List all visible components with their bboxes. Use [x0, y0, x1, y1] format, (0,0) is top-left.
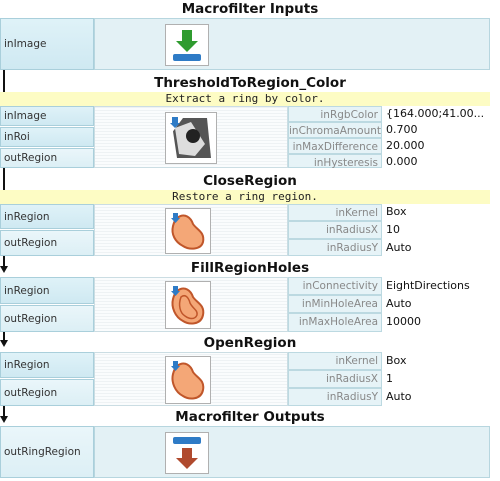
- close-description: Restore a ring region.: [0, 190, 490, 204]
- close-icon-area: [94, 204, 288, 256]
- param-value[interactable]: 1: [386, 372, 393, 385]
- open-input-inregion[interactable]: inRegion: [0, 352, 94, 378]
- output-pin-label: outRingRegion: [4, 446, 81, 458]
- param-name: inRadiusX: [288, 370, 382, 388]
- pin-label: inRegion: [4, 284, 50, 297]
- param-value[interactable]: EightDirections: [386, 279, 470, 292]
- close-title: CloseRegion: [203, 173, 297, 189]
- param-name: inHysteresis: [288, 154, 382, 169]
- param-value[interactable]: Auto: [386, 297, 412, 310]
- region-blob-icon: [171, 213, 205, 250]
- param-value[interactable]: 10: [386, 223, 400, 236]
- param-name: inRadiusY: [288, 239, 382, 256]
- param-name: inMaxDifference: [288, 138, 382, 154]
- outputs-icon-area: [94, 426, 490, 478]
- param-name: inMaxHoleArea: [288, 313, 382, 332]
- region-blob-icon: [171, 286, 205, 325]
- fill-output-outregion[interactable]: outRegion: [0, 305, 94, 332]
- output-pin-outringregion[interactable]: outRingRegion: [0, 426, 94, 478]
- flow-connector: [3, 256, 5, 266]
- open-icon-area: [94, 352, 288, 406]
- param-value[interactable]: Auto: [386, 390, 412, 403]
- flow-arrow-head: [0, 266, 8, 273]
- fill-block[interactable]: inRegion outRegion inConnectivity EightD…: [0, 277, 490, 332]
- param-name: inRgbColor: [288, 106, 382, 122]
- param-name: inKernel: [288, 352, 382, 370]
- region-blob-icon: [171, 361, 205, 400]
- close-input-inregion[interactable]: inRegion: [0, 204, 94, 229]
- threshold-block[interactable]: inImage inRoi outRegion inRgbColor {164.…: [0, 106, 490, 169]
- threshold-title: ThresholdToRegion_Color: [154, 75, 346, 91]
- outputs-icon-frame: [165, 432, 209, 474]
- threshold-input-inroi[interactable]: inRoi: [0, 127, 94, 147]
- param-name: inKernel: [288, 204, 382, 221]
- param-value[interactable]: 20.000: [386, 139, 425, 152]
- param-value[interactable]: 0.700: [386, 123, 418, 136]
- pin-label: outRegion: [4, 152, 58, 164]
- threshold-description: Extract a ring by color.: [0, 92, 490, 106]
- param-name: inRadiusY: [288, 388, 382, 406]
- pin-label: inRegion: [4, 210, 50, 223]
- flow-arrow-head: [0, 340, 8, 347]
- threshold-icon-frame: [165, 112, 217, 164]
- open-block[interactable]: inRegion outRegion inKernel Box inRadius…: [0, 352, 490, 406]
- macrofilter-inputs-block[interactable]: inImage: [0, 18, 490, 70]
- macrofilter-inputs-title: Macrofilter Inputs: [181, 1, 319, 17]
- input-pin-inimage[interactable]: inImage: [0, 18, 94, 70]
- fill-icon-frame: [165, 281, 211, 329]
- param-value[interactable]: 0.000: [386, 155, 418, 168]
- param-value[interactable]: Box: [386, 205, 407, 218]
- param-value[interactable]: {164.000;41.00...: [386, 107, 485, 120]
- threshold-image-icon: [170, 117, 211, 158]
- pin-label: inRoi: [4, 131, 30, 143]
- threshold-icon-area: [94, 106, 288, 168]
- param-value[interactable]: 10000: [386, 315, 421, 328]
- open-title: OpenRegion: [203, 335, 297, 351]
- macrofilter-outputs-block[interactable]: outRingRegion: [0, 426, 490, 478]
- inputs-icon-frame: [165, 24, 209, 66]
- param-name: inConnectivity: [288, 277, 382, 295]
- download-arrow-icon: [173, 30, 201, 61]
- close-output-outregion[interactable]: outRegion: [0, 230, 94, 256]
- fill-input-inregion[interactable]: inRegion: [0, 277, 94, 304]
- fill-title: FillRegionHoles: [190, 260, 310, 276]
- pin-label: outRegion: [4, 312, 58, 325]
- param-value[interactable]: Box: [386, 354, 407, 367]
- flow-connector: [3, 332, 5, 340]
- input-pin-label: inImage: [4, 38, 47, 50]
- param-value[interactable]: Auto: [386, 241, 412, 254]
- close-icon-frame: [165, 208, 211, 254]
- open-output-outregion[interactable]: outRegion: [0, 379, 94, 406]
- pin-label: outRegion: [4, 237, 58, 249]
- macrofilter-outputs-title: Macrofilter Outputs: [175, 409, 325, 425]
- threshold-output-outregion[interactable]: outRegion: [0, 148, 94, 168]
- pin-label: outRegion: [4, 386, 58, 399]
- flow-connector: [3, 168, 5, 192]
- open-icon-frame: [165, 356, 211, 404]
- threshold-input-inimage[interactable]: inImage: [0, 106, 94, 126]
- flow-connector: [3, 70, 5, 97]
- pin-label: inImage: [4, 110, 47, 122]
- close-block[interactable]: inRegion outRegion inKernel Box inRadius…: [0, 204, 490, 256]
- flow-arrow-head: [0, 416, 8, 423]
- inputs-icon-area: [94, 18, 490, 70]
- pin-label: inRegion: [4, 359, 50, 371]
- output-arrow-icon: [173, 437, 201, 469]
- param-name: inChromaAmount: [288, 122, 382, 138]
- flow-connector: [3, 406, 5, 416]
- param-name: inRadiusX: [288, 221, 382, 239]
- fill-icon-area: [94, 277, 288, 332]
- param-name: inMinHoleArea: [288, 295, 382, 313]
